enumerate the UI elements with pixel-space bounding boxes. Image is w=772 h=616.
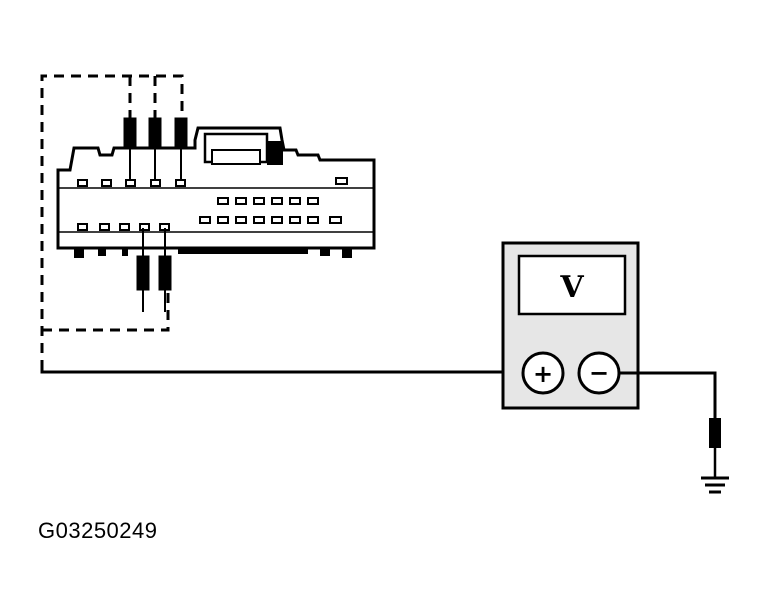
positive-terminal-symbol: +	[533, 360, 553, 388]
bottom-probes	[136, 228, 172, 312]
negative-terminal-symbol: −	[589, 359, 609, 387]
test-probe-icon	[123, 117, 137, 180]
figure-id-label: G03250249	[38, 518, 158, 543]
test-probe-icon	[148, 117, 162, 180]
connector-body	[56, 126, 376, 258]
positive-lead-wire	[40, 370, 522, 374]
jumper-harness-outline	[40, 74, 184, 370]
ground-symbol-icon	[701, 476, 729, 494]
connector-cavities	[77, 177, 348, 231]
negative-lead-wire	[619, 371, 717, 420]
positive-terminal	[521, 351, 565, 395]
test-probe-icon	[158, 228, 172, 312]
voltmeter: V + −	[501, 241, 640, 410]
top-probes	[123, 117, 188, 180]
test-probe-icon	[136, 228, 150, 312]
meter-display-label: V	[559, 270, 584, 305]
test-probe-icon	[174, 117, 188, 180]
test-probe-icon	[709, 418, 721, 478]
